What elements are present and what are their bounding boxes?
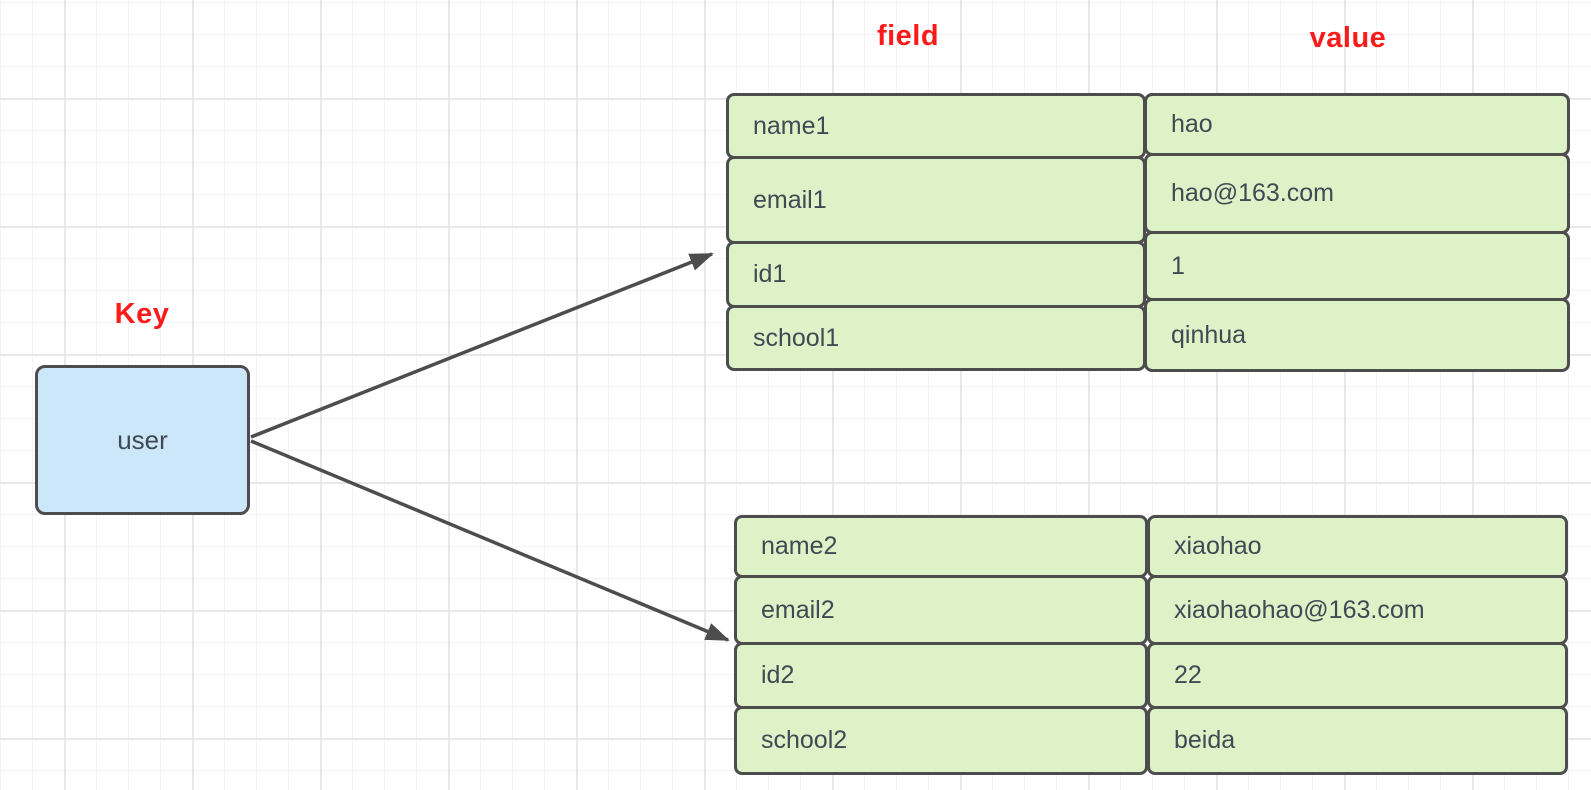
field-cell: school2 [734, 706, 1148, 775]
arrow-to-hash1 [250, 252, 714, 439]
value-cell: hao@163.com [1144, 153, 1570, 234]
field-cell: name1 [726, 93, 1146, 159]
value-column-header: value [1309, 22, 1387, 54]
hash1-field-column: name1 email1 id1 school1 [726, 93, 1146, 371]
field-cell: email1 [726, 156, 1146, 244]
key-label: Key [114, 298, 170, 330]
hash2-value-column: xiaohao xiaohaohao@163.com 22 beida [1147, 515, 1568, 775]
value-cell: beida [1147, 706, 1568, 775]
field-cell: id1 [726, 241, 1146, 308]
key-node-label: user [117, 424, 168, 455]
field-cell: email2 [734, 575, 1148, 645]
field-cell: school1 [726, 305, 1146, 371]
field-column-header: field [876, 20, 940, 52]
field-cell: id2 [734, 642, 1148, 709]
value-cell: 1 [1144, 231, 1570, 301]
key-node-user: user [35, 365, 250, 515]
hash2-field-column: name2 email2 id2 school2 [734, 515, 1148, 775]
value-cell: xiaohao [1147, 515, 1568, 578]
arrow-to-hash2 [250, 439, 730, 642]
value-cell: hao [1144, 93, 1570, 156]
value-cell: qinhua [1144, 298, 1570, 372]
field-cell: name2 [734, 515, 1148, 578]
value-cell: 22 [1147, 642, 1568, 709]
hash1-value-column: hao hao@163.com 1 qinhua [1144, 93, 1570, 372]
value-cell: xiaohaohao@163.com [1147, 575, 1568, 645]
